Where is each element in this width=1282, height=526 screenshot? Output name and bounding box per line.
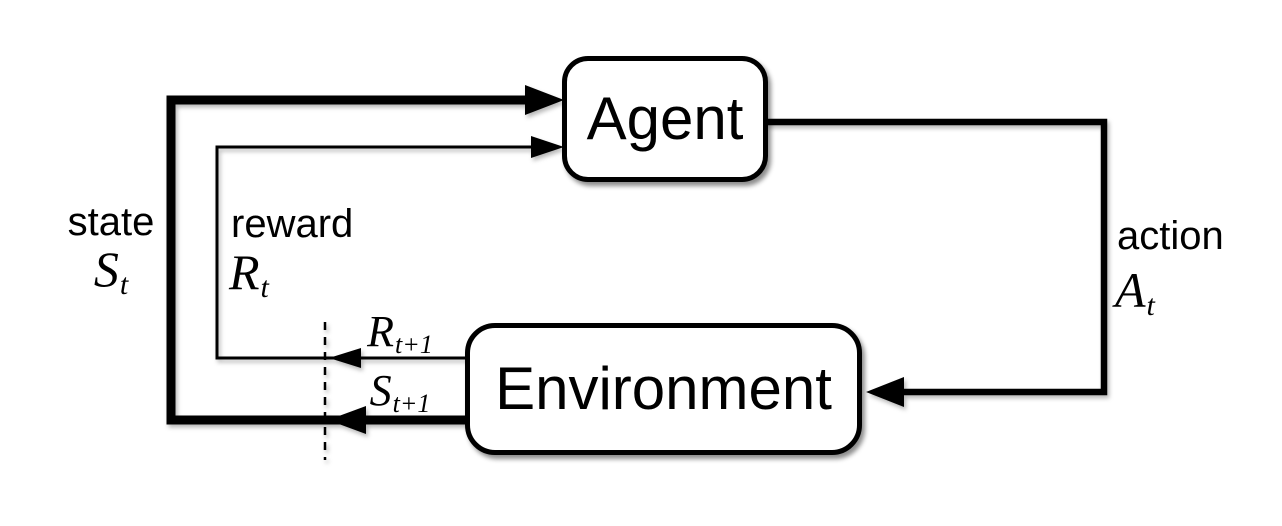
action-symbol: At	[1115, 262, 1155, 323]
environment-label: Environment	[495, 355, 832, 422]
state-symbol: St	[93, 241, 129, 302]
state-arrowhead-into-agent	[525, 85, 564, 115]
action-arrowhead-into-environment	[866, 377, 904, 407]
state-arrowhead-at-time-boundary	[328, 406, 366, 434]
agent-node: Agent	[562, 56, 768, 182]
state-label: state	[67, 200, 155, 244]
next-state-symbol: St+1	[369, 366, 431, 419]
action-label: action	[1117, 214, 1224, 258]
next-reward-symbol: Rt+1	[367, 307, 433, 360]
agent-label: Agent	[586, 85, 744, 152]
state-connector-line	[166, 95, 528, 425]
reward-arrowhead-at-time-boundary	[329, 348, 361, 368]
reward-arrowhead-into-agent	[531, 136, 564, 158]
reward-symbol: Rt	[229, 244, 269, 305]
reward-label: reward	[231, 202, 354, 246]
action-connector-line	[766, 118, 1108, 396]
environment-node: Environment	[465, 323, 862, 455]
